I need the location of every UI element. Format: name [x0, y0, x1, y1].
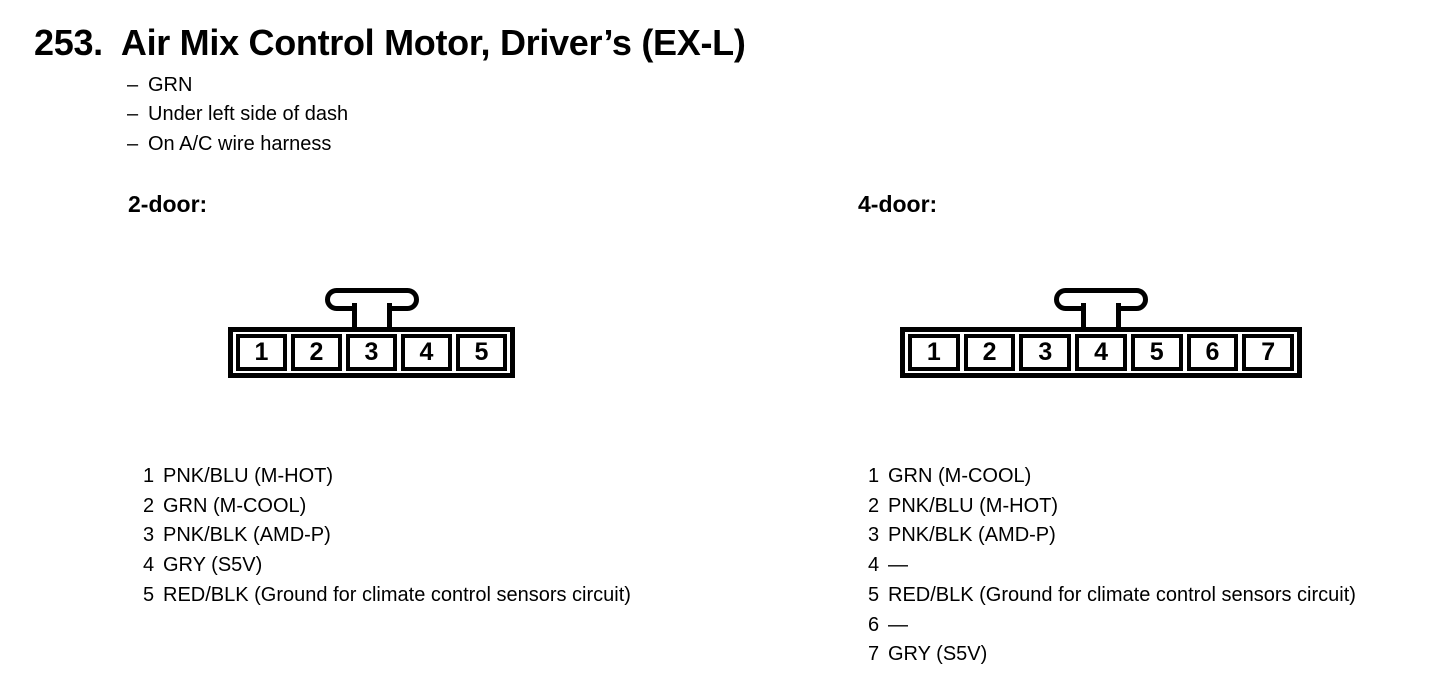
pin-row: 6— [868, 611, 1356, 641]
pin-label: — [888, 554, 908, 577]
pin-row: 5 RED/BLK (Ground for climate control sen… [868, 581, 1356, 611]
connector-pin-cell: 3 [346, 334, 397, 371]
pin-number: 5 [868, 583, 880, 606]
note-dash: – [127, 132, 139, 155]
connector-pin-cell: 5 [1130, 334, 1183, 371]
pin-label: GRY (S5V) [163, 554, 263, 577]
pin-number: 4 [143, 554, 155, 577]
pin-label: PNK/BLU (M-HOT) [163, 465, 333, 487]
pin-list-4door: 1 GRN (M-COOL) 2 PNK/BLU (M-HOT) 3 PNK/BLK (A… [868, 462, 1356, 670]
connector-pin-cell: 3 [1019, 334, 1072, 371]
connector-pin-cell: 1 [908, 334, 960, 371]
note-text: Under left side of dash [148, 103, 349, 126]
connector-pin-cell: 4 [1075, 334, 1127, 371]
pin-number: 2 [868, 494, 880, 517]
pin-number: 3 [868, 524, 880, 547]
note-text: On A/C wire harness [148, 132, 332, 155]
connector-pin-cell: 4 [401, 334, 452, 371]
connector-pin-cell: 5 [456, 334, 507, 371]
pin-row: 7 GRY (S5V) [868, 640, 1356, 670]
pin-row: 2 GRN (M-COOL) [143, 492, 631, 522]
pin-label: PNK/BLK (AMD-P) [888, 524, 1056, 547]
pin-label: RED/BLK (Ground for climate control sens… [888, 583, 1356, 606]
note-item: –Under left side of dash [127, 100, 348, 129]
pin-label: PNK/BLK (AMD-P) [163, 524, 331, 547]
pin-label: GRN (M-COOL) [163, 494, 307, 517]
pin-row: 5 RED/BLK (Ground for climate control sen… [143, 581, 631, 611]
pin-row: 4 GRY (S5V) [143, 551, 631, 581]
pin-label: PNK/BLU (M-HOT) [888, 494, 1058, 517]
connector-pin-cell: 7 [1242, 334, 1295, 371]
note-dash: – [127, 103, 139, 126]
variant-label-4door: 4-door: [858, 191, 938, 217]
pin-number: 1 [143, 465, 155, 487]
note-item: –On A/C wire harness [127, 130, 348, 159]
pin-row: 1 PNK/BLU (M-HOT) [143, 462, 631, 492]
pin-row: 3 PNK/BLK (AMD-P) [868, 521, 1356, 551]
connector-pin-cell: 1 [236, 334, 287, 371]
pin-list-2door: 1 PNK/BLU (M-HOT) 2 GRN (M-COOL) 3 PNK/BLK (A… [143, 462, 631, 611]
pin-row: 1 GRN (M-COOL) [868, 462, 1356, 492]
page-title: 253. Air Mix Control Motor, Driver’s (EX… [34, 22, 746, 64]
connector-latch-stem [351, 303, 392, 330]
pin-label: — [888, 613, 908, 636]
note-dash: – [127, 74, 139, 96]
pin-number: 1 [868, 465, 880, 487]
note-text: GRN [148, 74, 193, 96]
pin-number: 5 [143, 583, 155, 606]
pin-number: 2 [143, 494, 155, 517]
pin-label: RED/BLK (Ground for climate control sens… [163, 583, 631, 606]
connector-pin-cell: 6 [1186, 334, 1239, 371]
note-item: –GRN [127, 71, 348, 100]
connector-pin-cell: 2 [291, 334, 342, 371]
pin-number: 7 [868, 643, 880, 666]
pin-label: GRN (M-COOL) [888, 465, 1032, 487]
pin-number: 4 [868, 554, 880, 577]
pin-row: 2 PNK/BLU (M-HOT) [868, 492, 1356, 522]
section-title: Air Mix Control Motor, Driver’s (EX-L) [120, 22, 746, 63]
pin-number: 6 [868, 613, 880, 636]
pin-label: GRY (S5V) [888, 643, 988, 666]
pin-number: 3 [143, 524, 155, 547]
section-number: 253. [34, 22, 103, 63]
notes-list: –GRN–Under left side of dash–On A/C wire… [127, 71, 348, 159]
connector-pin-cell: 2 [963, 334, 1016, 371]
variant-label-2door: 2-door: [128, 191, 208, 217]
connector-latch-stem [1081, 303, 1121, 330]
pin-row: 3 PNK/BLK (AMD-P) [143, 521, 631, 551]
pin-row: 4— [868, 551, 1356, 581]
